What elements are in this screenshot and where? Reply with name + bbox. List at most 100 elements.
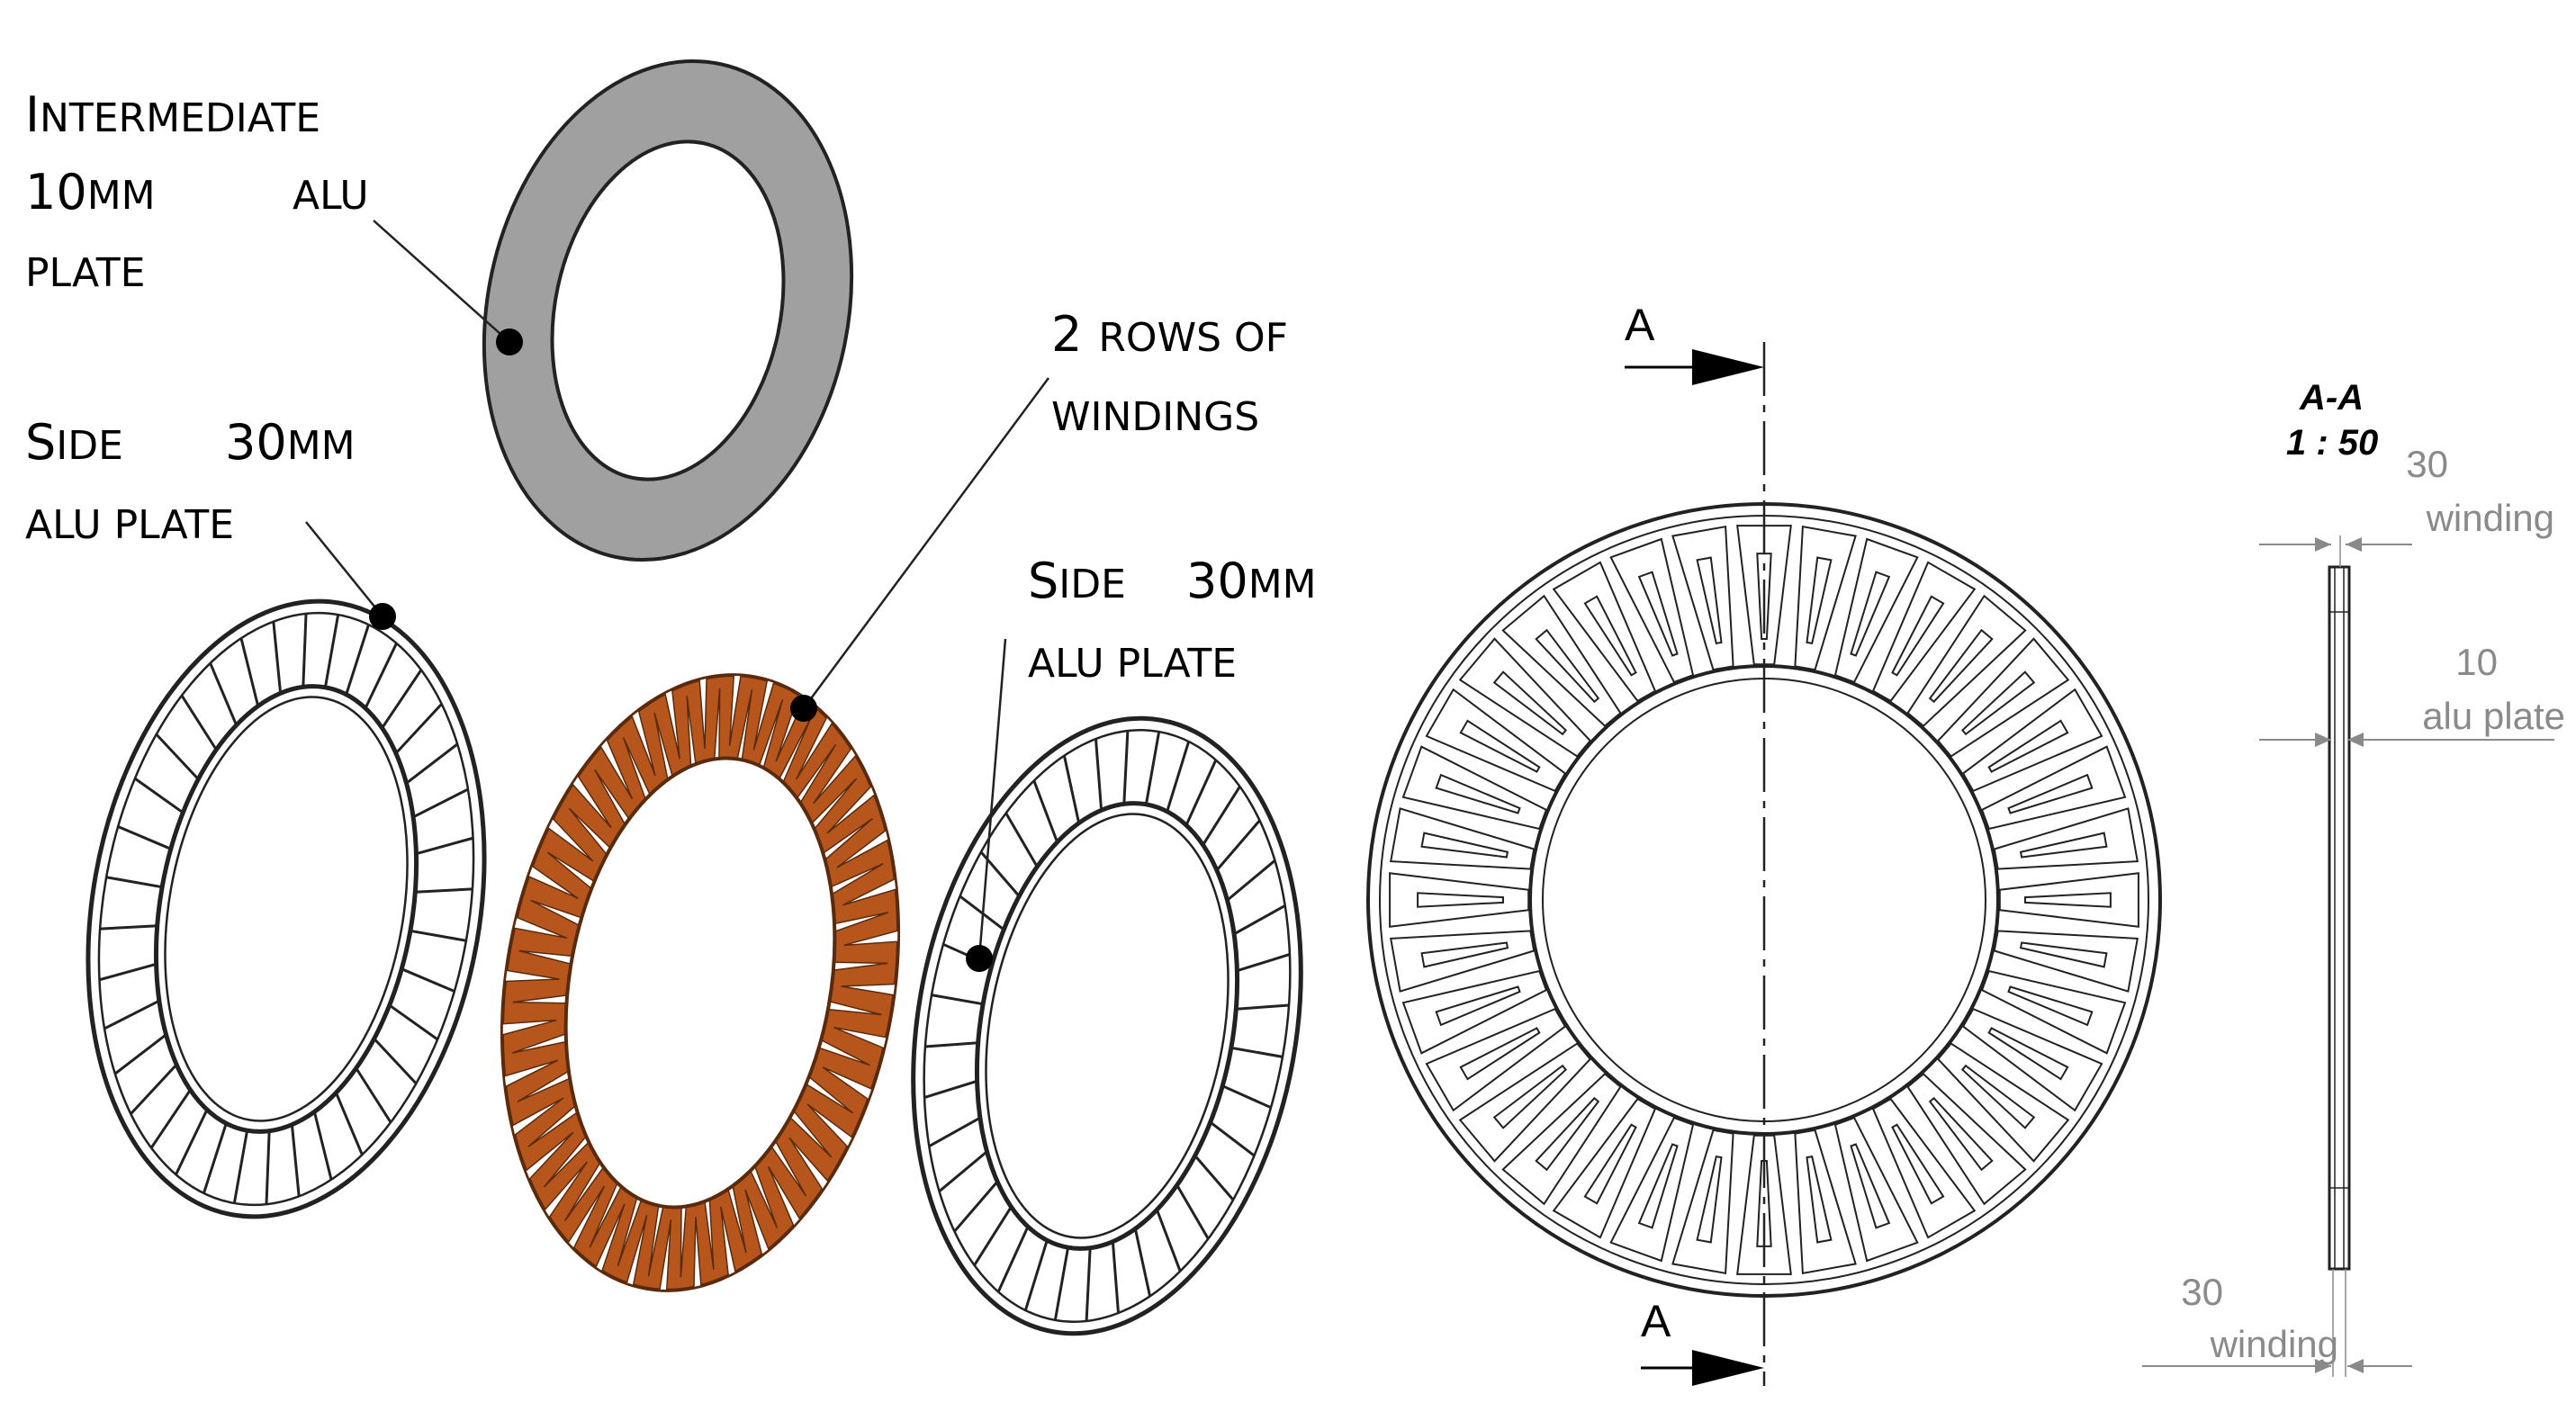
plate-spoke [1221, 1084, 1272, 1110]
label-intermediate-unit: MM [87, 173, 156, 219]
left-plate-inner-rim [164, 696, 409, 1122]
cad-slot-inner [2019, 832, 2108, 859]
plate-spoke [239, 637, 260, 706]
plate-spoke [405, 742, 459, 785]
plate-spoke [1193, 1155, 1235, 1201]
plate-spoke [373, 1038, 418, 1085]
plate-spoke [345, 624, 370, 696]
plate-spoke [302, 613, 308, 688]
plate-spoke [953, 1180, 999, 1233]
cad-slot-inner [1420, 941, 1509, 968]
plate-spoke [149, 1089, 192, 1149]
plate-spoke [938, 1150, 988, 1192]
svg-text:INTERMEDIATE: INTERMEDIATE [25, 86, 320, 143]
plate-spoke [105, 876, 163, 889]
section-view: A-A 1 : 50 30 winding 10 alu plate 30 wi… [2142, 378, 2565, 1377]
plate-spoke [312, 1111, 333, 1181]
section-marker-bottom: A [1641, 1296, 1764, 1386]
winding-slot [693, 1216, 702, 1289]
winding-slot [843, 930, 899, 947]
plate-spoke [130, 1063, 178, 1115]
dim-top-value: 30 [2406, 443, 2448, 485]
winding-slot [504, 969, 560, 983]
plate-spoke [959, 895, 1005, 931]
label-intermediate-plate: PLATE [25, 250, 145, 296]
winding-slot [813, 746, 857, 805]
label-side-left: SIDE 30MM ALU PLATE [25, 414, 356, 548]
cad-slot-inner [1850, 571, 1891, 657]
cad-slot-inner [2007, 773, 2094, 814]
plate-spoke [1062, 755, 1081, 823]
plate-spoke [133, 777, 185, 814]
label-side-left-thickness: 30 [225, 414, 287, 471]
cad-slot-cell [1390, 807, 1536, 870]
leader-side-right [977, 638, 1007, 959]
winding-slot [795, 715, 833, 780]
cad-slot-inner [1960, 670, 2036, 736]
svg-text:10MM: 10MM [25, 164, 156, 220]
winding-slot [546, 817, 594, 862]
plate-spoke [401, 967, 455, 993]
plate-spoke [100, 924, 158, 931]
winding-slot [659, 1219, 672, 1291]
dim-bottom-value: 30 [2181, 1271, 2223, 1313]
label-intermediate-thickness: 10 [25, 164, 87, 220]
cad-slot-cell [1425, 688, 1567, 793]
label-windings-count: 2 [1051, 306, 1082, 363]
label-intermediate-rest: NTERMEDIATE [40, 95, 320, 141]
cad-slot-cell [1501, 594, 1622, 728]
plate-spoke [155, 733, 200, 780]
dim-bottom-label: winding [2210, 1323, 2338, 1365]
cad-slot-cell [1671, 526, 1734, 671]
plate-spoke [410, 929, 467, 942]
plate-spoke [1237, 953, 1291, 973]
label-intermediate-cap: I [25, 86, 40, 143]
cad-slot-inner [1987, 719, 2069, 773]
plate-spoke [1202, 786, 1241, 846]
windings-inner-edge [563, 756, 837, 1210]
label-side-left-cap: S [25, 414, 56, 471]
plate-spoke [412, 787, 469, 819]
plate-spoke [1226, 859, 1276, 902]
dim-mid-label: alu plate [2422, 695, 2565, 737]
winding-slot [503, 1059, 559, 1088]
plate-spoke [1166, 741, 1191, 813]
cad-slot-cell [1425, 1007, 1567, 1112]
plate-spoke [323, 614, 340, 688]
cad-slot-inner [1637, 571, 1679, 657]
leader-side-left [305, 521, 383, 617]
plate-spoke [381, 669, 423, 729]
cad-slot-inner [1583, 595, 1637, 677]
plate-spoke [209, 662, 239, 726]
cad-slot-cell [1794, 526, 1857, 671]
section-scale: 1 : 50 [2286, 423, 2378, 463]
cad-slot-cell [1389, 872, 1530, 928]
winding-slot [728, 674, 742, 746]
plate-spoke [334, 1092, 364, 1156]
cad-slot-inner [1535, 628, 1600, 704]
cad-slot-cell [1871, 561, 1977, 703]
section-arrow-bottom-head [1692, 1350, 1764, 1386]
cad-slot-cell [1390, 930, 1536, 993]
plate-spoke [1233, 904, 1286, 936]
winding-slot [511, 1097, 564, 1137]
plate-spoke [973, 1206, 1013, 1266]
section-arrow-top-head [1692, 349, 1764, 385]
plate-spoke [1155, 1209, 1182, 1273]
section-marker-top: A [1625, 300, 1764, 385]
intermediate-alu-plate [482, 58, 854, 562]
label-side-left-material: ALU PLATE [25, 502, 234, 548]
cad-front-view [1366, 342, 2162, 1386]
label-side-right-thickness: 30 [1186, 553, 1248, 609]
plate-spoke [416, 836, 474, 856]
winding-slot [822, 1066, 873, 1101]
winding-slot [630, 709, 656, 777]
svg-text:30MM: 30MM [1186, 553, 1317, 609]
plate-spoke [1184, 759, 1218, 826]
winding-slot [626, 1215, 648, 1287]
cad-slot-inner [1420, 832, 1509, 859]
label-side-right-cap: S [1028, 553, 1058, 609]
cad-slot-inner [1960, 1064, 2036, 1129]
